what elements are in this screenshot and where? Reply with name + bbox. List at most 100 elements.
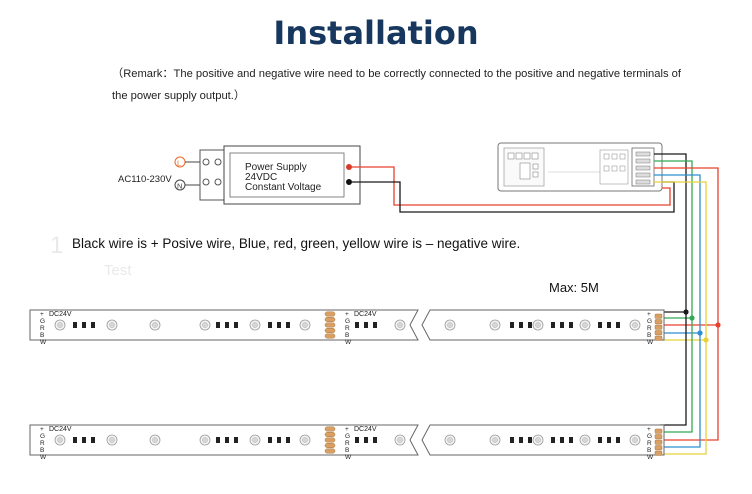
copper-pad — [324, 443, 336, 448]
led-icon — [149, 319, 161, 331]
strip-pin-label: R — [40, 440, 45, 447]
resistor-chip — [355, 322, 359, 328]
strip-pin-label: W — [40, 339, 47, 346]
resistor-chip — [364, 437, 368, 443]
power-supply-mode: Constant Voltage — [245, 182, 322, 193]
resistor-chip — [91, 322, 95, 328]
resistor-chip — [268, 437, 272, 443]
strip-pin-label: G — [345, 433, 350, 440]
led-icon — [106, 319, 118, 331]
strip-pin-label: R — [40, 325, 45, 332]
resistor-chip — [216, 437, 220, 443]
resistor-chip — [569, 437, 573, 443]
led-icon — [579, 434, 591, 446]
copper-pad — [324, 432, 336, 437]
resistor-chip — [373, 322, 377, 328]
ghost-digit: 1 — [50, 232, 64, 259]
resistor-chip — [607, 322, 611, 328]
strip-voltage-label: DC24V — [354, 311, 377, 318]
led-icon — [579, 319, 591, 331]
led-icon — [489, 319, 501, 331]
strip-pin-label: R — [345, 440, 350, 447]
led-icon — [299, 319, 311, 331]
resistor-chip — [519, 322, 523, 328]
resistor-chip — [560, 322, 564, 328]
resistor-chip — [528, 437, 532, 443]
power-supply-name: Power Supply — [245, 162, 307, 173]
terminal-l-label: L — [177, 159, 181, 168]
wire-note: Black wire is + Posive wire, Blue, red, … — [72, 236, 521, 251]
strip-pin-label: G — [345, 318, 350, 325]
controller — [497, 142, 663, 192]
led-icon — [444, 319, 456, 331]
resistor-chip — [286, 437, 290, 443]
resistor-chip — [510, 322, 514, 328]
led-icon — [394, 434, 406, 446]
resistor-chip — [91, 437, 95, 443]
led-icon — [532, 319, 544, 331]
terminal-n-label: N — [177, 182, 182, 191]
strip-pin-label: B — [345, 447, 349, 454]
resistor-chip — [598, 322, 602, 328]
copper-pad — [324, 328, 336, 333]
strip-pin-label: + — [40, 311, 44, 318]
strip-pin-label: + — [345, 426, 349, 433]
remark-line-2: the power supply output.） — [112, 90, 246, 102]
led-icon — [199, 319, 211, 331]
strip-pin-label: + — [40, 426, 44, 433]
resistor-chip — [528, 322, 532, 328]
strip-pin-label: W — [647, 454, 654, 461]
strip-pin-label: G — [647, 318, 652, 325]
power-supply-voltage: 24VDC — [245, 172, 277, 183]
resistor-chip — [277, 437, 281, 443]
resistor-chip — [607, 437, 611, 443]
led-icon — [149, 434, 161, 446]
resistor-chip — [569, 322, 573, 328]
strip-pin-label: + — [647, 311, 651, 318]
page-title: Installation — [273, 14, 479, 52]
resistor-chip — [560, 437, 564, 443]
ghost-word: Test — [104, 262, 132, 279]
remark-text: （Remark：The positive and negative wire n… — [112, 63, 712, 107]
led-icon — [444, 434, 456, 446]
max-length-label: Max: 5M — [549, 280, 599, 295]
led-icon — [54, 434, 66, 446]
strip-pin-label: R — [647, 325, 652, 332]
copper-pad — [324, 333, 336, 339]
strip-pin-label: R — [647, 440, 652, 447]
resistor-chip — [234, 437, 238, 443]
led-icon — [249, 319, 261, 331]
led-icon — [629, 319, 641, 331]
led-icon — [532, 434, 544, 446]
resistor-chip — [510, 437, 514, 443]
strip-pin-label: G — [647, 433, 652, 440]
strip-pin-label: B — [40, 332, 44, 339]
resistor-chip — [355, 437, 359, 443]
resistor-chip — [234, 322, 238, 328]
strip-voltage-label: DC24V — [49, 426, 72, 433]
led-icon — [199, 434, 211, 446]
resistor-chip — [277, 322, 281, 328]
resistor-chip — [519, 437, 523, 443]
resistor-chip — [82, 322, 86, 328]
strip-voltage-label: DC24V — [49, 311, 72, 318]
strip-pin-label: B — [647, 332, 651, 339]
strip-pin-label: + — [647, 426, 651, 433]
led-icon — [299, 434, 311, 446]
copper-pad — [324, 317, 336, 322]
resistor-chip — [373, 437, 377, 443]
resistor-chip — [286, 322, 290, 328]
copper-pad — [324, 322, 336, 328]
resistor-chip — [82, 437, 86, 443]
remark-line-1: （Remark：The positive and negative wire n… — [112, 68, 682, 80]
resistor-chip — [225, 437, 229, 443]
led-icon — [54, 319, 66, 331]
led-icon — [489, 434, 501, 446]
resistor-chip — [268, 322, 272, 328]
strip-pin-label: W — [345, 339, 352, 346]
strip-pin-label: + — [345, 311, 349, 318]
resistor-chip — [551, 437, 555, 443]
